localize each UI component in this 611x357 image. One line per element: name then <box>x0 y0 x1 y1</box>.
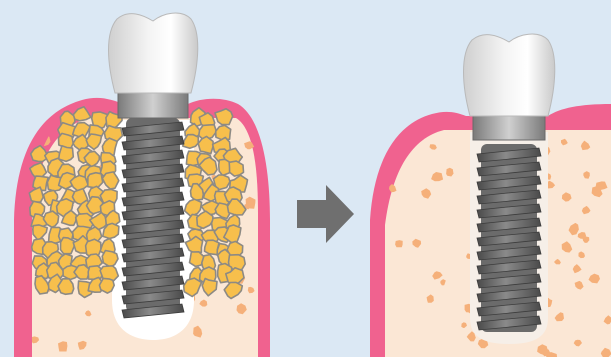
panel-before <box>14 13 270 357</box>
graft-granule <box>99 278 114 293</box>
graft-granule <box>59 146 74 162</box>
bone-speckle <box>58 341 67 351</box>
abutment <box>118 92 188 118</box>
panel-after <box>370 34 611 357</box>
graft-granule <box>61 238 75 254</box>
crown <box>109 13 198 93</box>
graft-granule <box>229 161 243 176</box>
bone-speckle <box>395 240 403 247</box>
abutment <box>473 114 545 140</box>
crown <box>464 34 555 116</box>
right-arrow-icon <box>297 185 354 243</box>
graft-granule <box>88 173 103 188</box>
